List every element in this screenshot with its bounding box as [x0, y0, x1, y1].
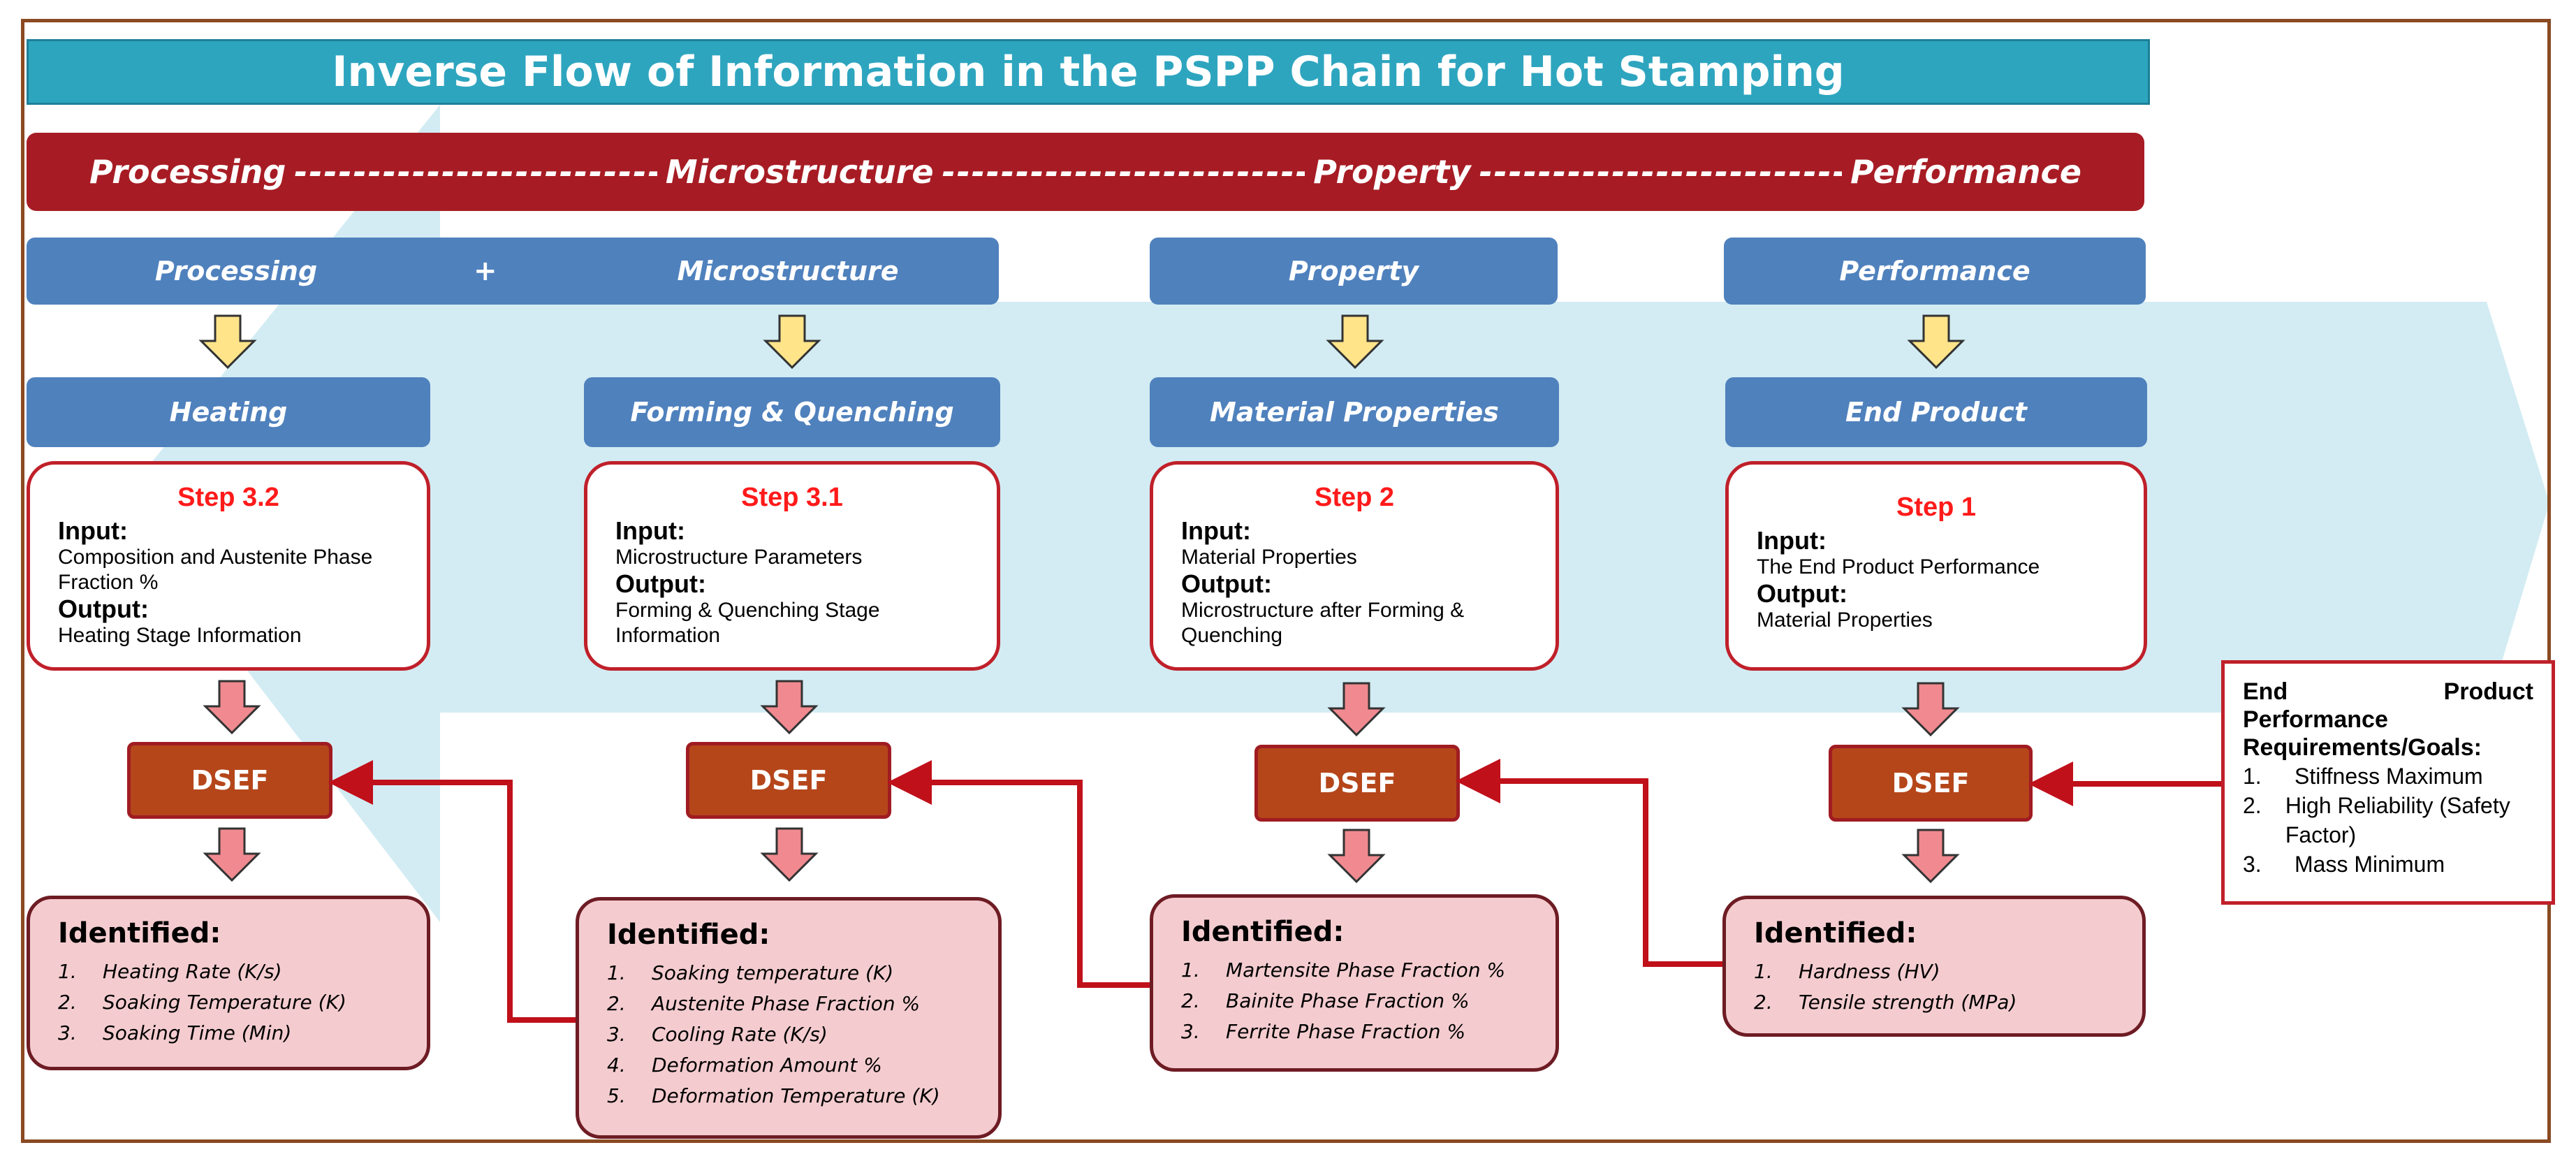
chain-processing: Processing	[89, 153, 286, 191]
pink-arrow-down-icon	[203, 827, 261, 882]
step-box-2: Step 2 Input: Material Properties Output…	[1150, 461, 1559, 671]
input-value: Microstructure Parameters	[615, 546, 863, 569]
requirement-item: 1.Stiffness Maximum	[2243, 764, 2483, 789]
outer-frame	[21, 19, 2551, 1143]
stage-heating: Heating	[27, 377, 430, 447]
output-label: Output:	[615, 569, 706, 598]
stage-material-properties: Material Properties	[1150, 377, 1559, 447]
output-label: Output:	[1757, 579, 1847, 608]
stage-forming-quenching: Forming & Quenching	[584, 377, 1000, 447]
step-title: Step 2	[1314, 483, 1395, 512]
dsef-box-property: DSEF	[1254, 745, 1460, 822]
identified-box-heating: Identified: 1.Heating Rate (K/s) 2.Soaki…	[27, 896, 430, 1070]
pink-arrow-down-icon	[1901, 682, 1960, 737]
identified-box-performance: Identified: 1.Hardness (HV) 2.Tensile st…	[1722, 896, 2146, 1037]
yellow-arrow-down-icon	[1907, 314, 1966, 370]
identified-item: 2.Tensile strength (MPa)	[1754, 991, 2017, 1014]
dsef-box-heating: DSEF	[127, 742, 332, 819]
requirements-heading: Requirements/Goals:	[2243, 734, 2482, 761]
yellow-down-arrows	[198, 314, 1966, 370]
input-label: Input:	[1181, 516, 1251, 545]
pink-arrow-down-icon	[760, 827, 819, 882]
pink-arrow-down-icon	[1327, 682, 1386, 737]
input-label: Input:	[615, 516, 685, 545]
output-label: Output:	[58, 595, 149, 623]
yellow-arrow-down-icon	[198, 314, 257, 370]
identified-item: 5.Deformation Temperature (K)	[607, 1084, 940, 1107]
pink-arrow-down-icon	[1327, 829, 1386, 884]
identified-item: 1.Hardness (HV)	[1754, 960, 1940, 983]
output-value: Heating Stage Information	[58, 624, 302, 647]
identified-title: Identified:	[1754, 917, 1917, 949]
pink-arrow-down-icon	[203, 680, 261, 735]
output-value: Microstructure after Forming & Quenching	[1181, 599, 1465, 647]
chain-microstructure: Microstructure	[665, 153, 934, 191]
feedback-connectors	[328, 759, 2221, 1023]
output-label: Output:	[1181, 569, 1272, 598]
requirement-item: 3.Mass Minimum	[2243, 852, 2445, 877]
identified-title: Identified:	[58, 917, 221, 949]
identified-item: 1.Heating Rate (K/s)	[58, 960, 282, 983]
head-performance: Performance	[1724, 238, 2146, 305]
chain-property: Property	[1313, 153, 1471, 191]
step-box-1: Step 1 Input: The End Product Performanc…	[1725, 461, 2147, 671]
connector-performance-to-property	[1456, 759, 1722, 967]
identified-box-property: Identified: 1.Martensite Phase Fraction …	[1150, 894, 1559, 1072]
step-box-3-2: Step 3.2 Input: Composition and Austenit…	[27, 461, 430, 671]
yellow-arrow-down-icon	[1326, 314, 1384, 370]
identified-item: 3.Soaking Time (Min)	[58, 1021, 292, 1044]
step-title: Step 1	[1896, 493, 1977, 522]
pink-arrow-down-icon	[1901, 829, 1960, 884]
pink-down-arrows	[203, 680, 1960, 884]
dsef-box-performance: DSEF	[1829, 745, 2033, 822]
head-plus: +	[474, 255, 497, 287]
head-processing: Processing	[154, 256, 318, 286]
identified-item: 1.Martensite Phase Fraction %	[1181, 959, 1506, 982]
identified-item: 1.Soaking temperature (K)	[607, 961, 894, 984]
head-microstructure: Microstructure	[677, 256, 899, 286]
pspp-chain-bar: Processing -----------------------------…	[27, 133, 2144, 211]
identified-title: Identified:	[1181, 916, 1345, 948]
input-label: Input:	[58, 516, 128, 545]
step-title: Step 3.1	[741, 483, 843, 512]
requirement-item: 2.High Reliability (Safety Factor)	[2243, 793, 2510, 847]
identified-item: 4.Deformation Amount %	[607, 1054, 882, 1077]
step-title: Step 3.2	[177, 483, 279, 512]
step-box-3-1: Step 3.1 Input: Microstructure Parameter…	[584, 461, 1000, 671]
identified-item: 2.Bainite Phase Fraction %	[1181, 989, 1470, 1012]
chain-dashes: ----------------------------------------…	[1479, 153, 1843, 191]
identified-box-forming: Identified: 1.Soaking temperature (K) 2.…	[576, 897, 1002, 1139]
head-property: Property	[1150, 238, 1558, 305]
head-processing-microstructure: Processing + Microstructure	[27, 238, 999, 305]
page-title: Inverse Flow of Information in the PSPP …	[27, 39, 2150, 105]
pink-arrow-down-icon	[760, 680, 819, 735]
dsef-box-forming: DSEF	[686, 742, 891, 819]
input-value: Composition and Austenite Phase Fraction…	[58, 546, 373, 594]
input-value: The End Product Performance	[1757, 555, 2040, 578]
input-value: Material Properties	[1181, 546, 1357, 569]
connector-property-to-forming	[887, 760, 1150, 988]
yellow-arrow-down-icon	[763, 314, 821, 370]
chain-performance: Performance	[1850, 153, 2081, 191]
identified-item: 2.Austenite Phase Fraction %	[607, 992, 921, 1015]
identified-item: 3.Ferrite Phase Fraction %	[1181, 1020, 1466, 1043]
identified-item: 3.Cooling Rate (K/s)	[607, 1023, 828, 1046]
identified-title: Identified:	[607, 919, 770, 951]
identified-item: 2.Soaking Temperature (K)	[58, 991, 346, 1014]
stage-end-product: End Product	[1725, 377, 2147, 447]
output-value: Material Properties	[1757, 608, 1933, 632]
chain-dashes: ----------------------------------------…	[294, 153, 657, 191]
chain-dashes: ----------------------------------------…	[942, 153, 1305, 191]
output-value: Forming & Quenching Stage Information	[615, 599, 880, 647]
input-label: Input:	[1757, 526, 1827, 555]
requirements-heading: Performance	[2243, 706, 2388, 733]
connector-forming-to-heating	[328, 760, 576, 1023]
